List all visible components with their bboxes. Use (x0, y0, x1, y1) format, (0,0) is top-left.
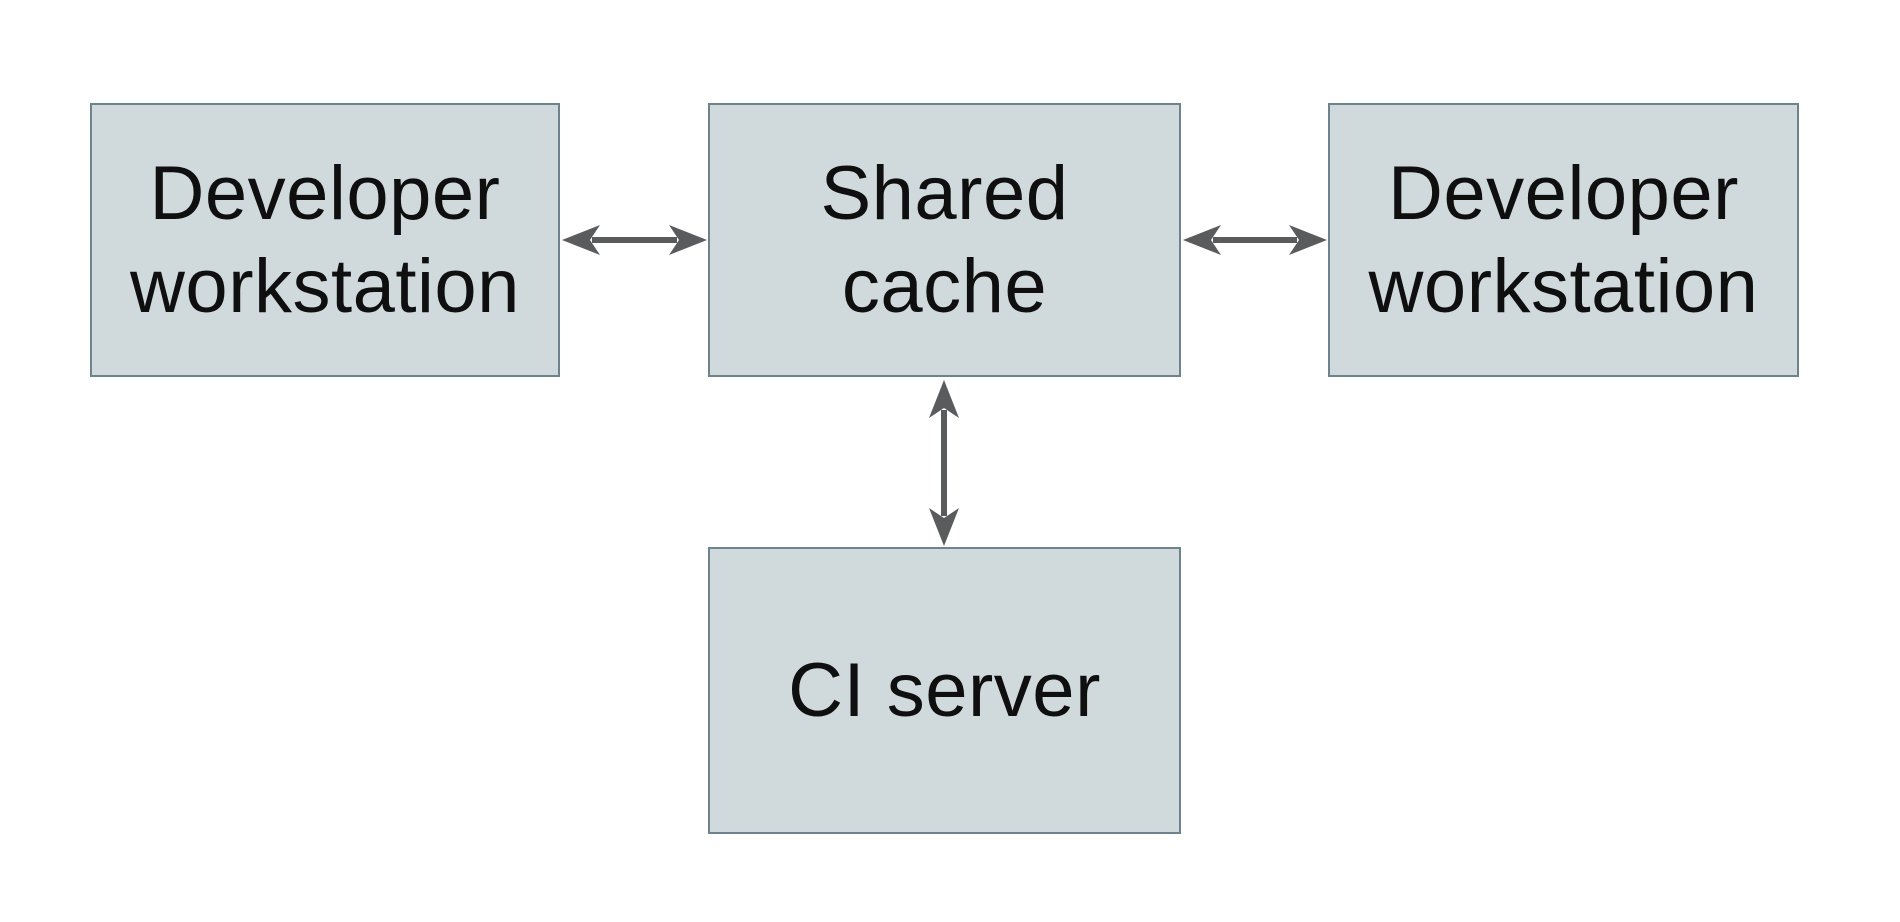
double-arrow-devleft-cache-icon (562, 225, 707, 255)
node-label-line: workstation (130, 244, 520, 329)
node-label-line: Developer (149, 151, 501, 236)
node-shared-cache: Shared cache (708, 103, 1181, 377)
double-arrow-cache-ciserver-icon (929, 380, 959, 546)
node-developer-workstation-right: Developer workstation (1328, 103, 1799, 377)
double-arrow-cache-devright-icon (1183, 225, 1327, 255)
node-ci-server: CI server (708, 547, 1181, 834)
node-label-line: CI server (788, 648, 1101, 733)
node-label-line: Shared (820, 151, 1069, 236)
node-developer-workstation-left: Developer workstation (90, 103, 560, 377)
node-label-line: workstation (1368, 244, 1759, 329)
node-label-line: cache (841, 244, 1048, 329)
node-label-line: Developer (1388, 151, 1739, 236)
